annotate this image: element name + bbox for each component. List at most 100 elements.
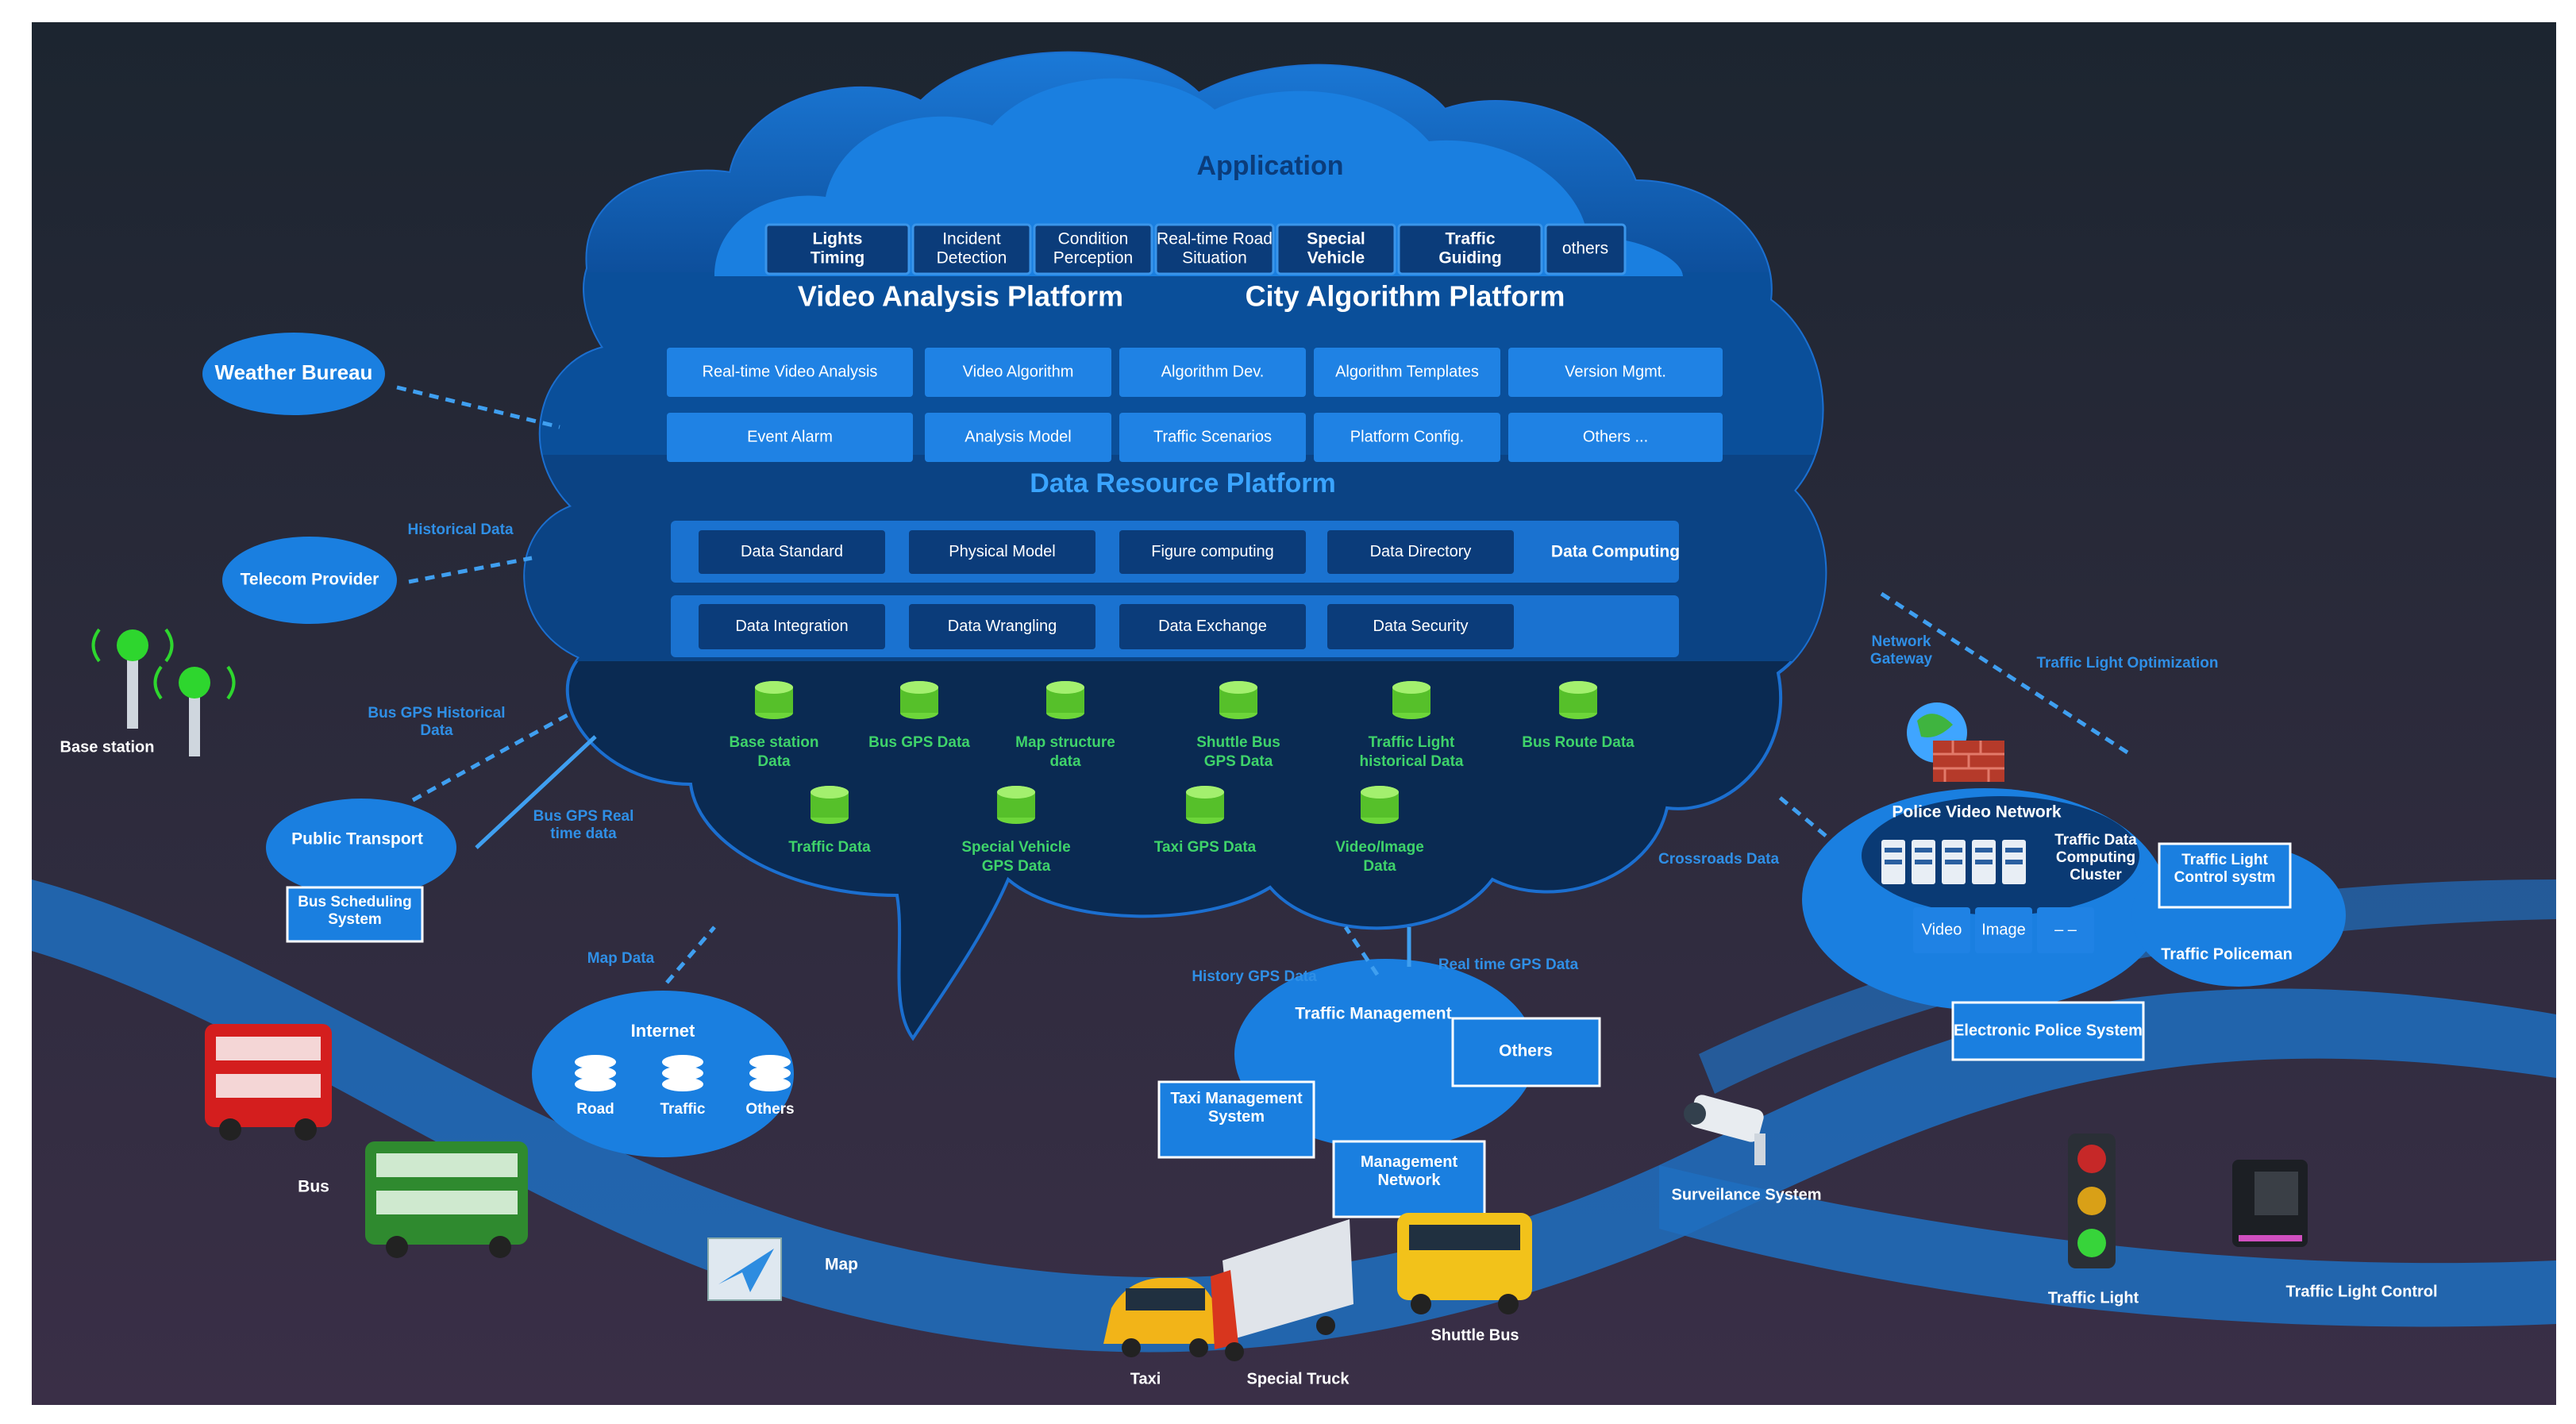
app-item-text: Traffic	[1445, 230, 1495, 248]
label-realtime-gps: Real time GPS Data	[1438, 956, 1579, 973]
database-icon	[1219, 681, 1257, 719]
data-store-label: Data	[1363, 858, 1396, 875]
data-store-label: Special Vehicle	[961, 839, 1070, 856]
platform-module: Real-time Video Analysis	[667, 348, 913, 397]
platform-module-text: Video Algorithm	[963, 363, 1074, 380]
data-store-label: Traffic Data	[788, 839, 871, 856]
data-module: Figure computing	[1119, 530, 1306, 574]
taxi-label: Taxi	[1130, 1370, 1161, 1387]
flow-arrows	[396, 385, 2129, 984]
label-history-gps: History GPS Data	[1192, 968, 1317, 985]
app-item-text: Guiding	[1438, 249, 1501, 267]
data-module: Data Wrangling	[909, 604, 1095, 649]
app-item-text: Incident	[942, 230, 1001, 248]
police-module: Image	[1975, 907, 2032, 953]
bus-label: Bus	[298, 1178, 329, 1196]
platform-module-text: Algorithm Dev.	[1161, 363, 1265, 380]
platform-module: Traffic Scenarios	[1119, 413, 1306, 462]
platform-module-text: Traffic Scenarios	[1153, 428, 1272, 445]
platform-module: Algorithm Dev.	[1119, 348, 1306, 397]
platform-module-text: Analysis Model	[965, 428, 1072, 445]
platform-module: Analysis Model	[925, 413, 1111, 462]
data-store-label: data	[1049, 753, 1081, 770]
label-crossroads: Crossroads Data	[1658, 851, 1779, 868]
platform-module-text: Algorithm Templates	[1335, 363, 1479, 380]
app-item-text: Special	[1307, 230, 1365, 248]
platform-module-text: Platform Config.	[1350, 428, 1464, 445]
electronic-police-label: Electronic Police System	[1954, 1022, 2143, 1039]
base-station-icon	[91, 628, 236, 756]
data-store-label: historical Data	[1360, 753, 1464, 770]
smart-traffic-diagram: Application LightsTimingIncidentDetectio…	[32, 51, 2556, 1387]
shuttle-label: Shuttle Bus	[1430, 1326, 1519, 1344]
database-icon	[997, 786, 1035, 824]
mgmt-network-box	[1332, 1140, 1486, 1218]
internet-db-icon	[575, 1055, 616, 1091]
data-module: Data Security	[1327, 604, 1514, 649]
database-icon	[1392, 681, 1430, 719]
telecom-label: Telecom Provider	[241, 571, 379, 589]
server-icon	[2002, 840, 2026, 884]
app-item-text: Detection	[937, 249, 1007, 267]
label-bus-gps-rt: Bus GPS Real time data	[533, 808, 634, 842]
label-historical: Historical Data	[407, 521, 513, 538]
server-icons	[1881, 840, 2026, 884]
app-item-text: Perception	[1053, 249, 1133, 267]
database-icon	[1361, 786, 1399, 824]
app-item-text: Situation	[1182, 249, 1247, 267]
database-icon	[1186, 786, 1224, 824]
data-module-text: Data Exchange	[1158, 618, 1267, 635]
map-icon	[707, 1237, 782, 1301]
network-gateway-icon	[1907, 702, 2004, 782]
data-module-text: Data Integration	[735, 618, 848, 635]
police-network-label: Police Video Network	[1892, 803, 2061, 822]
surveillance-label: Surveilance System	[1672, 1186, 1822, 1203]
data-computing-label: Data Computing	[1551, 543, 1680, 561]
traffic-mgmt-others-label: Others	[1499, 1042, 1553, 1060]
weather-bureau-node	[202, 333, 385, 415]
police-module-text: Image	[1981, 921, 2026, 938]
server-icon	[1942, 840, 1966, 884]
app-item-text: Lights	[813, 230, 863, 248]
app-item-text: Timing	[811, 249, 864, 267]
weather-bureau-label: Weather Bureau	[215, 360, 373, 384]
platform-module-text: Others ...	[1583, 428, 1648, 445]
police-module-text: Video	[1922, 921, 1962, 938]
data-module: Data Integration	[699, 604, 885, 649]
data-module-text: Physical Model	[949, 543, 1056, 560]
label-tl-optimization: Traffic Light Optimization	[2036, 655, 2218, 672]
database-icon	[1046, 681, 1084, 719]
internet-db-icon	[749, 1055, 791, 1091]
base-station-label: Base station	[60, 738, 155, 756]
bus-scheduling-box	[286, 886, 424, 943]
platform-module: Platform Config.	[1314, 413, 1500, 462]
application-title: Application	[1196, 151, 1343, 181]
internet-db-icon	[662, 1055, 703, 1091]
data-store-label: Base station	[730, 734, 819, 751]
tl-control-icon	[2232, 1160, 2308, 1247]
data-module-text: Data Wrangling	[948, 618, 1057, 635]
city-platform-title: City Algorithm Platform	[1246, 280, 1565, 313]
telecom-node	[222, 537, 397, 624]
data-store-label: Map structure	[1015, 734, 1115, 751]
data-store-label: Video/Image	[1335, 839, 1424, 856]
data-store-label: Data	[757, 753, 791, 770]
app-item-text: Vehicle	[1307, 249, 1365, 267]
database-icon	[1559, 681, 1597, 719]
label-bus-gps-hist: Bus GPS Historical Data	[368, 705, 506, 739]
data-module-text: Data Directory	[1370, 543, 1472, 560]
database-icon	[755, 681, 793, 719]
app-item-text: Real-time Road	[1157, 230, 1273, 248]
app-item-text: others	[1562, 240, 1608, 258]
data-store-label: Bus Route Data	[1522, 734, 1635, 751]
label-map-data: Map Data	[587, 950, 655, 967]
